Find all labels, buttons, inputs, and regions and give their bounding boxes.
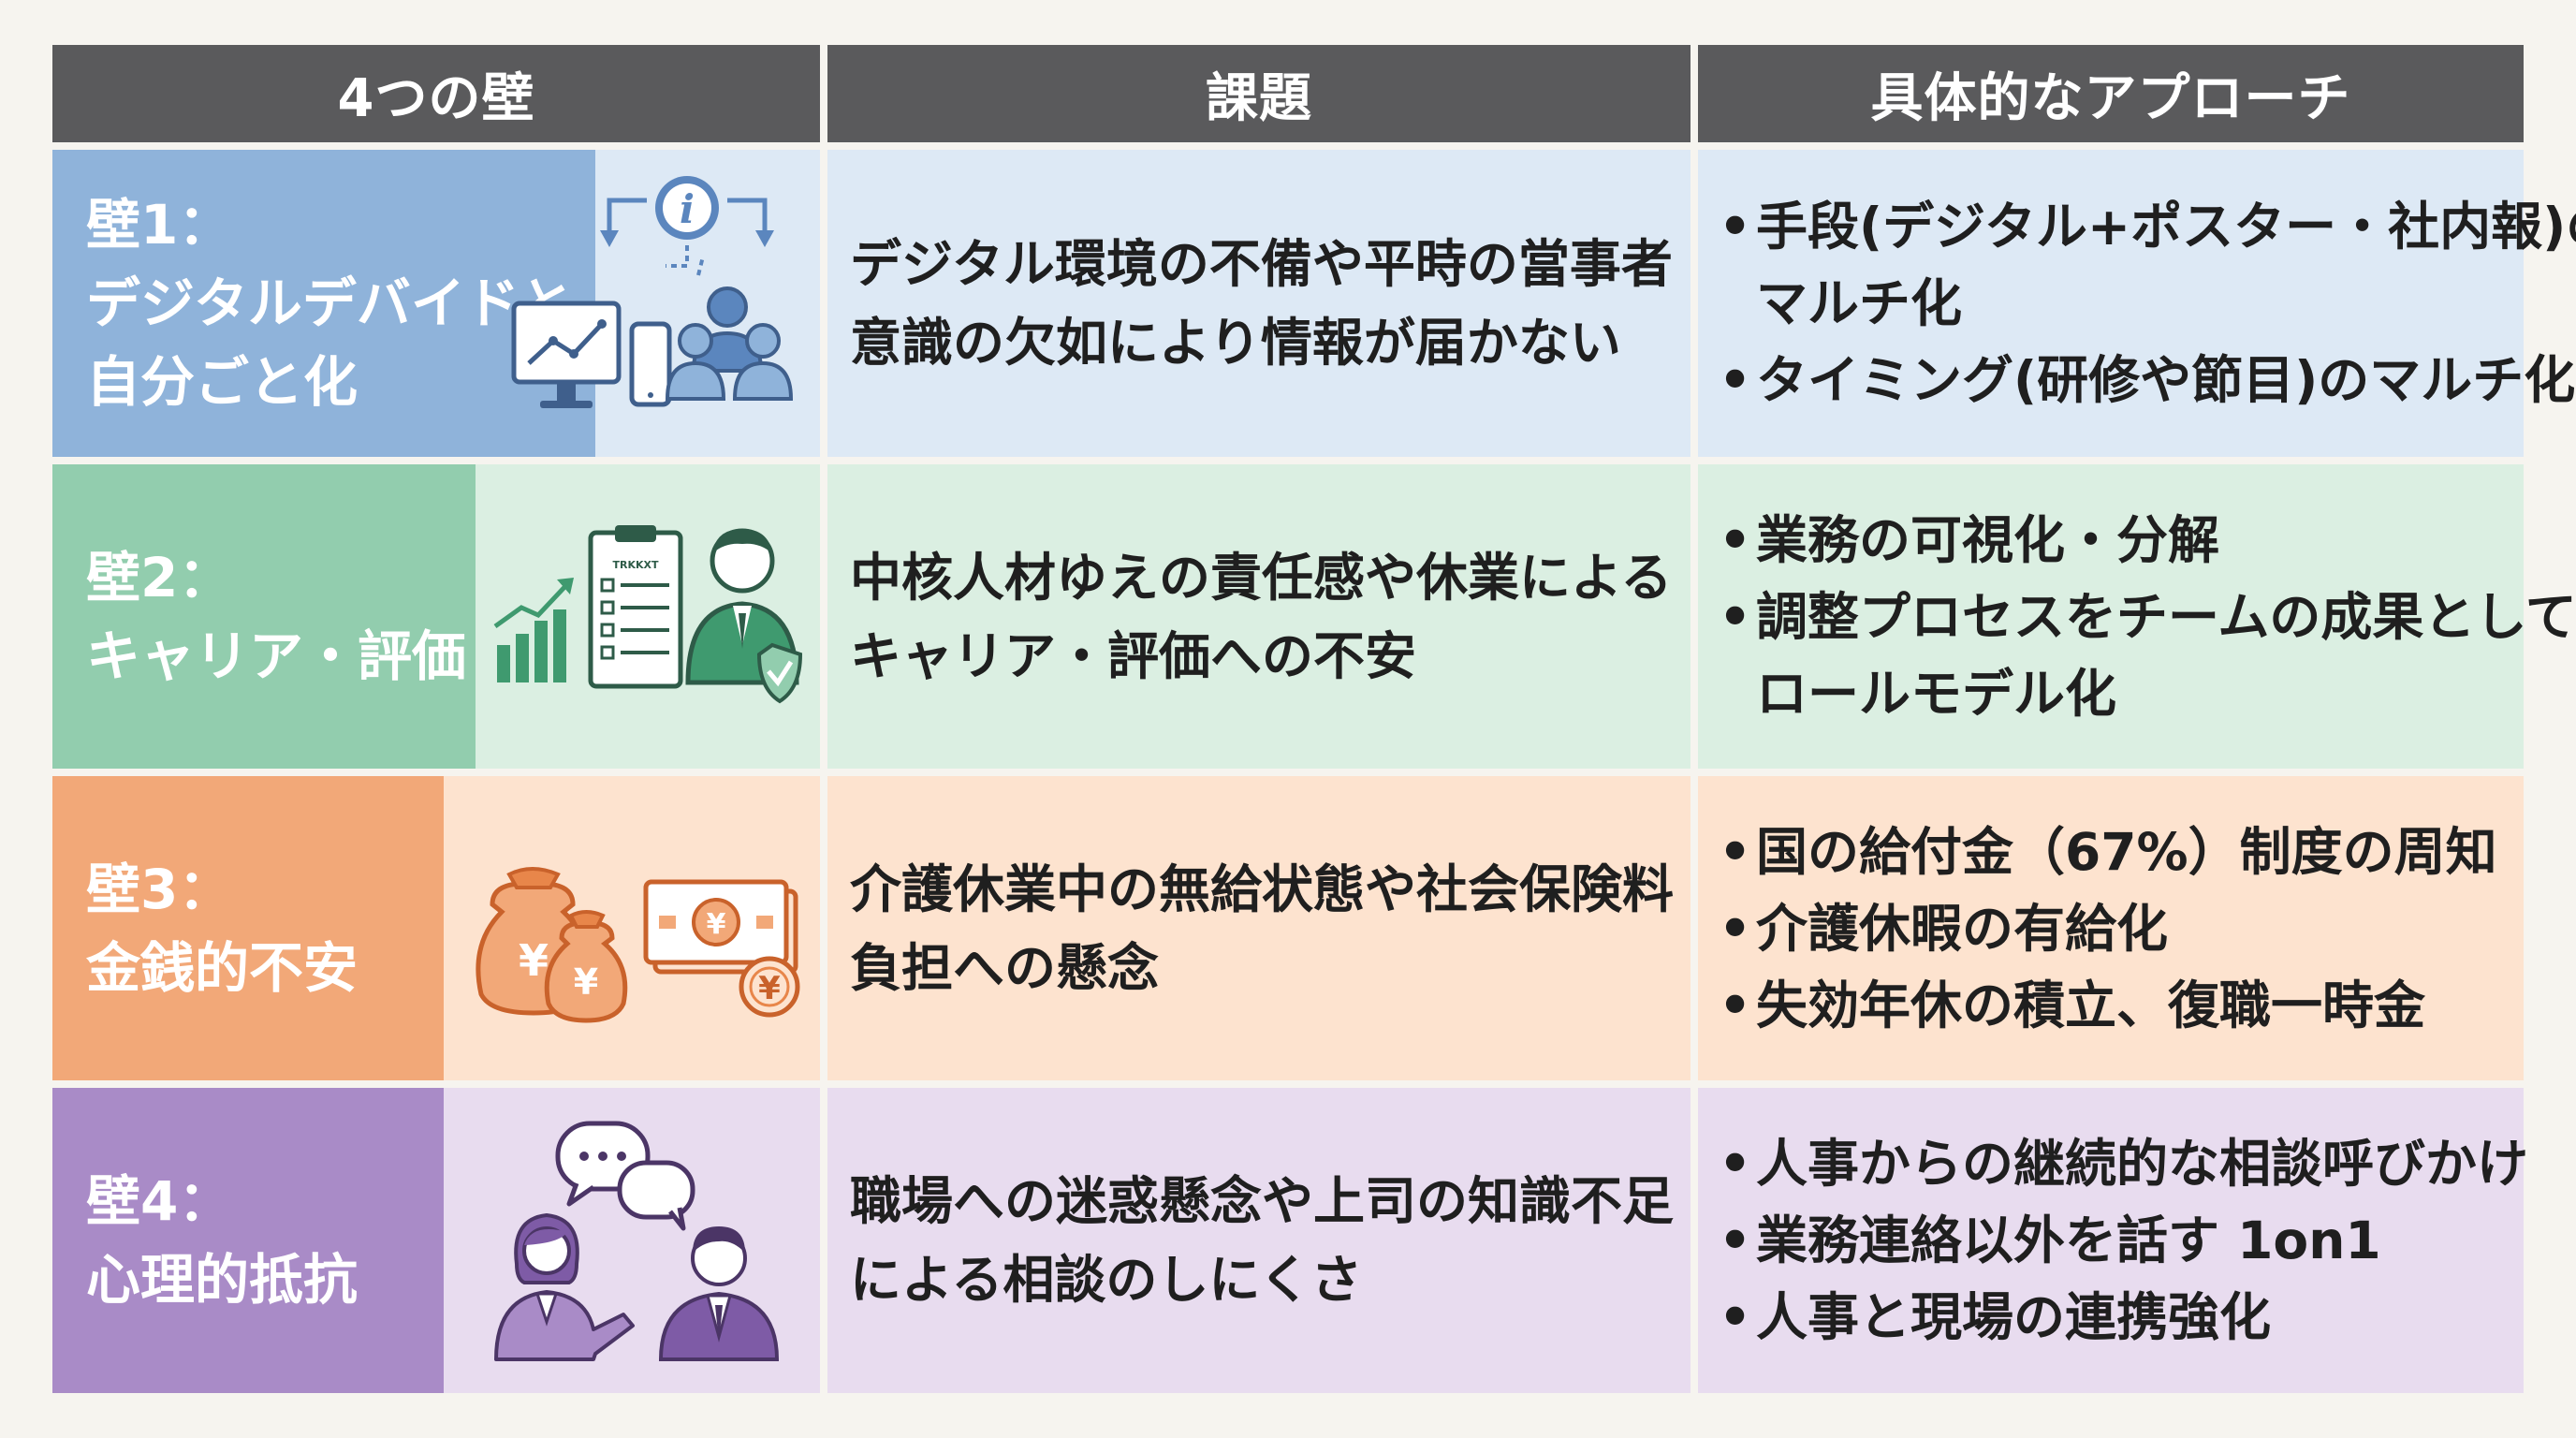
row-4-issue: 職場への迷惑懸念や上司の知識不足 による相談のしにくさ (827, 1088, 1690, 1393)
people-group-icon (665, 286, 794, 401)
svg-text:¥: ¥ (758, 970, 781, 1007)
approach-item: •手段(デジタル+ポスター・社内報)の (1719, 188, 2576, 265)
approach-text: 国の給付金（67%）制度の周知 (1756, 821, 2497, 882)
row-3-issue: 介護休業中の無給状態や社会保険料 負担への懸念 (827, 776, 1690, 1080)
row-4-approach: •人事からの継続的な相談呼びかけ •業務連絡以外を話す 1on1 •人事と現場の… (1698, 1088, 2528, 1393)
smartphone-icon (629, 321, 672, 407)
header-approach: 具体的なアプローチ (1698, 45, 2524, 142)
issue-line: 職場への迷惑懸念や上司の知識不足 (850, 1171, 1675, 1231)
wall-3-line: 金銭的不安 (86, 935, 359, 1000)
bullet: • (1719, 509, 1752, 570)
approach-item: •人事と現場の連携強化 (1719, 1279, 2510, 1356)
approach-text: 人事と現場の連携強化 (1756, 1287, 2272, 1347)
yen-money-bags-icon: ¥ ¥ (476, 866, 628, 1023)
row-1-issue: デジタル環境の不備や平時の當事者 意識の欠如により情報が届かない (827, 150, 1690, 457)
row-2-issue: 中核人材ゆえの責任感や休業による キャリア・評価への不安 (827, 464, 1690, 769)
clipboard-checklist-icon: TRKKXT (588, 524, 683, 688)
approach-item: •人事からの継続的な相談呼びかけ (1719, 1125, 2528, 1202)
businessman-shield-icon (685, 528, 803, 703)
walls-table: 4つの壁 課題 具体的なアプローチ 壁1： デジタルデバイドと 自分ごと化 i (52, 45, 2576, 1399)
bullet: • (1719, 1211, 1752, 1270)
bullet: • (1719, 975, 1752, 1035)
approach-item: •業務の可視化・分解 (1719, 502, 2510, 579)
bullet: • (1719, 821, 1752, 882)
issue-line: キャリア・評価への不安 (850, 625, 1417, 686)
svg-text:TRKKXT: TRKKXT (612, 559, 659, 571)
yen-coin-icon: ¥ (739, 956, 800, 1017)
svg-text:¥: ¥ (707, 908, 726, 941)
bullet: • (1719, 586, 1752, 647)
wall-3-line: 壁3： (86, 857, 233, 921)
yen-banknote-icon: ¥ (643, 879, 798, 974)
issue-line: デジタル環境の不備や平時の當事者 (850, 234, 1673, 294)
bullet: • (1719, 350, 1752, 410)
issue-line: 負担への懸念 (850, 937, 1160, 998)
info-icon: i (655, 176, 719, 240)
approach-item: •業務連絡以外を話す 1on1 (1719, 1202, 2510, 1279)
wall-3-illustration: ¥ ¥ ¥ (464, 776, 820, 1080)
growth-chart-icon (493, 577, 574, 682)
bullet: • (1719, 197, 1752, 257)
approach-item: •国の給付金（67%）制度の周知 (1719, 814, 2510, 890)
row-3-approach: •国の給付金（67%）制度の周知 •介護休暇の有給化 •失効年休の積立、復職一時… (1698, 776, 2524, 1080)
woman-consulting-icon (494, 1212, 635, 1361)
wall-1-line: 壁1： (86, 193, 233, 257)
header-wall: 4つの壁 (52, 45, 820, 142)
approach-text: 業務連絡以外を話す 1on1 (1756, 1211, 2381, 1270)
row-1-wall-cell: 壁1： デジタルデバイドと 自分ごと化 i (52, 150, 820, 457)
bullet: • (1719, 898, 1752, 959)
issue-line: による相談のしにくさ (850, 1250, 1363, 1310)
wall-2-illustration: TRKKXT (483, 464, 820, 769)
wall-1-line: 自分ごと化 (86, 350, 359, 414)
svg-text:¥: ¥ (574, 961, 598, 1003)
approach-text: タイミング(研修や節目)のマルチ化 (1756, 350, 2576, 410)
wall-4-line: 心理的抵抗 (86, 1248, 359, 1312)
approach-text: 失効年休の積立、復職一時金 (1756, 975, 2426, 1035)
wall-2-line: キャリア・評価 (86, 624, 467, 688)
speech-bubbles-icon (555, 1121, 695, 1231)
wall-1-label: 壁1： デジタルデバイドと 自分ごと化 (52, 150, 595, 457)
svg-text:¥: ¥ (519, 935, 549, 986)
monitor-chart-icon (511, 301, 622, 408)
header-issue: 課題 (827, 45, 1690, 142)
approach-item: •タイミング(研修や節目)のマルチ化 (1719, 342, 2575, 418)
approach-text: 手段(デジタル+ポスター・社内報)の (1756, 197, 2576, 257)
bullet: • (1719, 1134, 1752, 1194)
approach-text: 人事からの継続的な相談呼びかけ (1756, 1134, 2529, 1194)
wall-4-illustration (464, 1088, 820, 1393)
issue-line: 中核人材ゆえの責任感や休業による (850, 547, 1673, 608)
approach-item: •調整プロセスをチームの成果として (1719, 579, 2576, 655)
approach-item: •介護休暇の有給化 (1719, 890, 2510, 967)
man-listening-icon (658, 1226, 780, 1361)
wall-1-line: デジタルデバイドと (86, 271, 574, 335)
wall-3-label: 壁3： 金銭的不安 (52, 776, 444, 1080)
row-1-approach: •手段(デジタル+ポスター・社内報)の マルチ化 •タイミング(研修や節目)のマ… (1698, 150, 2576, 457)
approach-text: 介護休暇の有給化 (1756, 898, 2169, 959)
approach-text-continued: ロールモデル化 (1756, 663, 2117, 724)
approach-item: •失効年休の積立、復職一時金 (1719, 967, 2510, 1044)
wall-4-label: 壁4： 心理的抵抗 (52, 1088, 444, 1393)
wall-4-line: 壁4： (86, 1169, 233, 1233)
svg-text:i: i (680, 186, 695, 232)
bullet: • (1719, 1287, 1752, 1347)
row-2-wall-cell: 壁2： キャリア・評価 TRKKXT (52, 464, 820, 769)
row-3-wall-cell: 壁3： 金銭的不安 ¥ ¥ (52, 776, 820, 1080)
wall-2-line: 壁2： (86, 545, 233, 609)
issue-line: 介護休業中の無給状態や社会保険料 (850, 858, 1675, 919)
row-2-approach: •業務の可視化・分解 •調整プロセスをチームの成果として ロールモデル化 (1698, 464, 2576, 769)
wall-1-illustration: i (502, 150, 820, 457)
approach-text: 業務の可視化・分解 (1756, 509, 2220, 570)
row-4-wall-cell: 壁4： 心理的抵抗 (52, 1088, 820, 1393)
issue-line: 意識の欠如により情報が届かない (850, 313, 1621, 373)
wall-2-label: 壁2： キャリア・評価 (52, 464, 476, 769)
approach-text: 調整プロセスをチームの成果として (1756, 586, 2576, 647)
approach-text-continued: マルチ化 (1756, 273, 1963, 333)
